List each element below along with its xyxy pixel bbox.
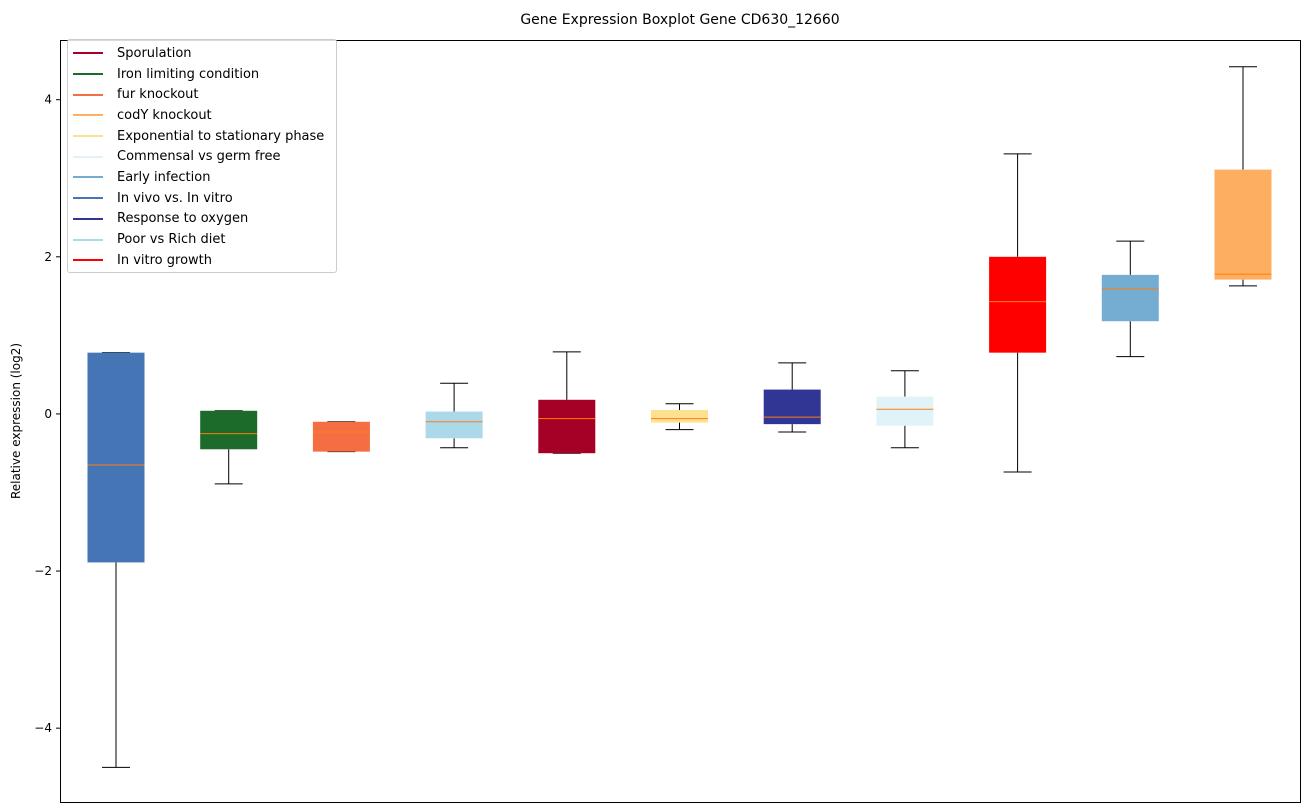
legend-line-icon [73, 217, 103, 220]
legend-label: Exponential to stationary phase [117, 128, 325, 144]
legend-item: fur knockout [68, 84, 336, 105]
box [1101, 274, 1159, 322]
legend-item: In vivo vs. In vitro [68, 188, 336, 209]
legend-line-icon [73, 135, 103, 138]
legend-item: Poor vs Rich diet [68, 229, 336, 250]
legend-item: codY knockout [68, 105, 336, 126]
y-tick-label: −2 [34, 564, 52, 578]
legend-label: In vitro growth [117, 252, 212, 268]
box [763, 389, 821, 425]
legend-label: Sporulation [117, 45, 192, 61]
plot-frame [60, 40, 1301, 803]
box-fur-knockout [312, 421, 370, 453]
legend-item: Commensal vs germ free [68, 146, 336, 167]
y-tick-label: 4 [44, 93, 52, 107]
y-tick-label: 2 [44, 250, 52, 264]
legend-label: Commensal vs germ free [117, 149, 281, 165]
box-iron-limiting-condition [200, 410, 258, 485]
y-axis-label: Relative expression (log2) [9, 343, 23, 499]
box [200, 410, 258, 450]
legend-line-icon [73, 93, 103, 96]
legend-label: codY knockout [117, 107, 212, 123]
legend-line-icon [73, 197, 103, 200]
legend-label: Iron limiting condition [117, 66, 260, 82]
box-in-vitro-growth [989, 153, 1047, 473]
legend-item: Exponential to stationary phase [68, 126, 336, 147]
box-response-to-oxygen [763, 362, 821, 433]
y-tick-label: 0 [44, 407, 52, 421]
box [1214, 169, 1272, 280]
box [538, 399, 596, 454]
legend-line-icon [73, 259, 103, 262]
legend-line-icon [73, 52, 103, 55]
legend-item: Response to oxygen [68, 209, 336, 230]
chart-title: Gene Expression Boxplot Gene CD630_12660 [520, 12, 839, 28]
legend-item: Early infection [68, 167, 336, 188]
box-in-vivo-vs-in-vitro [87, 352, 145, 768]
legend-line-icon [73, 238, 103, 241]
legend-label: Early infection [117, 169, 211, 185]
legend-label: Response to oxygen [117, 211, 249, 227]
box-sporulation [538, 351, 596, 454]
legend-item: Iron limiting condition [68, 64, 336, 85]
legend-item: In vitro growth [68, 250, 336, 271]
legend-line-icon [73, 155, 103, 158]
y-tick-label: −4 [34, 721, 52, 735]
box [425, 411, 483, 439]
box [312, 421, 370, 452]
legend-label: In vivo vs. In vitro [117, 190, 233, 206]
box-exponential-to-stationary-phase [651, 403, 708, 431]
legend-label: fur knockout [117, 87, 199, 103]
legend-label: Poor vs Rich diet [117, 232, 226, 248]
box-cody-knockout [1214, 66, 1272, 287]
legend-line-icon [73, 176, 103, 179]
box [876, 396, 934, 426]
box-poor-vs-rich-diet [425, 382, 483, 449]
box [87, 352, 145, 563]
box [989, 256, 1047, 353]
box-commensal-vs-germ-free [876, 370, 934, 449]
legend-line-icon [73, 114, 103, 117]
box [651, 410, 708, 423]
legend-line-icon [73, 73, 103, 76]
legend-item: Sporulation [68, 43, 336, 64]
box-early-infection [1101, 240, 1159, 358]
